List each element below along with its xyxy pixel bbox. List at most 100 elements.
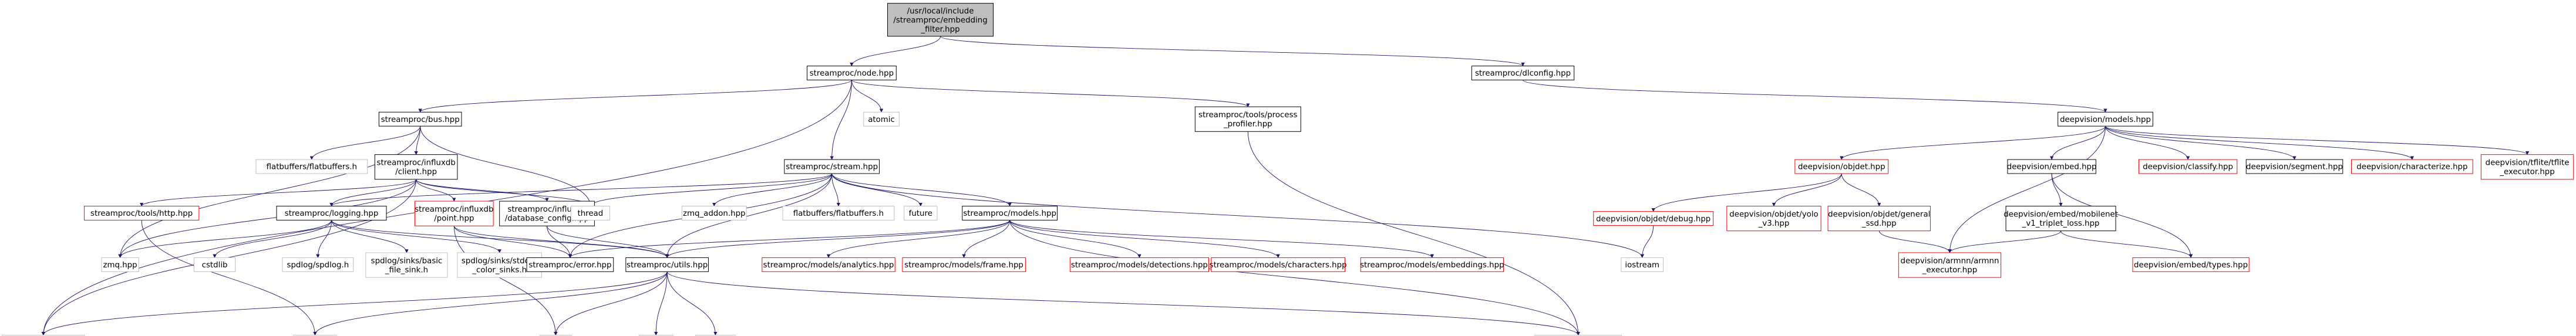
node-characters[interactable]: streamproc/models/characters.hpp (1210, 257, 1347, 272)
edge (2051, 173, 2193, 259)
node-classify[interactable]: deepvision/classify.hpp (2138, 159, 2238, 174)
edge (831, 173, 841, 207)
edge-influxdbconf-to-errorhpp (547, 226, 573, 259)
node-embed[interactable]: deepvision/embed.hpp (2007, 159, 2097, 174)
node-box (83, 206, 200, 220)
edge-embed-to-dvtypes (2051, 173, 2193, 259)
node-utils[interactable]: streamproc/utils.hpp (625, 257, 709, 272)
edge (2105, 125, 2530, 155)
node-tflite[interactable]: deepvision/tflite/tflite_executor.hpp (2480, 154, 2574, 180)
node-box (784, 159, 880, 174)
node-dlconfig[interactable]: streamproc/dlconfig.hpp (1471, 65, 1575, 80)
edge-stream-to-thread (588, 173, 833, 207)
node-label: deepvision/classify.hpp (2143, 163, 2233, 172)
node-label: deepvision/objdet.hpp (1798, 163, 1885, 172)
node-frame[interactable]: streamproc/models/frame.hpp (902, 257, 1026, 272)
edge-logging-to-utils (331, 220, 669, 259)
node-label: streamproc/dlconfig.hpp (1475, 69, 1571, 78)
node-label: deepvision/tflite/tflite (2486, 159, 2570, 168)
node-box (782, 206, 895, 220)
node-sstream: sstream (293, 335, 337, 336)
node-label: future (909, 209, 932, 218)
node-toolshttp[interactable]: streamproc/tools/http.hpp (83, 206, 200, 220)
edge (1009, 220, 1141, 259)
node-stream[interactable]: streamproc/stream.hpp (784, 159, 880, 174)
edge (213, 220, 332, 259)
node-ssd[interactable]: deepvision/objdet/general_ssd.hpp (1827, 206, 1931, 232)
node-bus[interactable]: streamproc/bus.hpp (378, 111, 462, 127)
edge-influxpoint-to-string (453, 226, 558, 336)
node-label: deepvision/characterize.hpp (2356, 163, 2467, 172)
node-spmodels[interactable]: streamproc/models.hpp (962, 206, 1058, 220)
node-analytics[interactable]: streamproc/models/analytics.hpp (762, 257, 895, 272)
node-label: streamproc/stream.hpp (786, 163, 878, 172)
node-box (1827, 206, 1931, 232)
edge (1878, 230, 1952, 253)
node-box (2351, 159, 2473, 174)
edge-spmodels-to-errorhpp (568, 220, 1011, 259)
edge-stream-to-future (831, 173, 922, 207)
node-label: streamproc/models/detections.hpp (1071, 261, 1208, 270)
node-box (2005, 206, 2116, 232)
edge (41, 179, 417, 336)
node-label: deepvision/segment.hpp (2246, 163, 2343, 172)
node-mobilenet[interactable]: deepvision/embed/mobilenet_v1_triplet_lo… (2003, 206, 2118, 232)
node-box (681, 206, 747, 220)
node-label: deepvision/objdet/yolo (1729, 211, 1818, 219)
edge (118, 220, 332, 259)
edge (118, 126, 421, 259)
node-profiler[interactable]: streamproc/tools/process_profiler.hpp (1194, 106, 1301, 132)
node-box (1794, 159, 1889, 174)
edge (1841, 173, 1881, 207)
edge-node-to-bus (418, 80, 852, 113)
edge (1651, 173, 1842, 212)
edge-stream-to-utils (665, 173, 833, 259)
node-dvtypes[interactable]: deepvision/embed/types.hpp (2132, 257, 2250, 272)
node-detections[interactable]: streamproc/models/detections.hpp (1069, 257, 1210, 272)
node-influxpoint[interactable]: streamproc/influxdb/point.hpp (415, 201, 494, 226)
node-opencv: opencv2/opencv.hpp (1534, 335, 1622, 336)
node-stdoutsink: spdlog/sinks/stdout_color_sinks.h (457, 252, 542, 278)
node-errorhpp[interactable]: streamproc/error.hpp (526, 257, 614, 272)
node-node[interactable]: streamproc/node.hpp (806, 65, 897, 80)
node-label: streamproc/influxdb (507, 205, 586, 214)
edge-node-to-atomic (851, 80, 884, 113)
node-box (2007, 159, 2096, 174)
node-characterize[interactable]: deepvision/characterize.hpp (2351, 159, 2473, 174)
edge (547, 226, 573, 259)
node-label: _filter.hpp (920, 25, 959, 34)
edge-stream-to-flatbuf2 (831, 173, 841, 207)
node-armnn[interactable]: deepvision/armnn/armnn_executor.hpp (1898, 252, 2002, 278)
node-label: thread (577, 209, 603, 218)
node-label: streamproc/utils.hpp (627, 261, 708, 270)
edge (2060, 230, 2193, 259)
node-influxclient[interactable]: streamproc/influxdb/client.hpp (374, 154, 458, 180)
node-box (2, 335, 85, 336)
node-label: spdlog/sinks/stdout (462, 257, 538, 266)
edge-logging-to-cstdlib (213, 220, 332, 259)
node-dvmodels[interactable]: deepvision/models.hpp (2058, 111, 2153, 127)
edge (316, 220, 332, 259)
node-embeddings[interactable]: streamproc/models/embeddings.hpp (1360, 257, 1504, 272)
node-atomic: atomic (863, 111, 900, 127)
node-box (638, 335, 674, 336)
node-segment[interactable]: deepvision/segment.hpp (2245, 159, 2343, 174)
node-box (1593, 211, 1714, 226)
node-logging[interactable]: streamproc/logging.hpp (276, 206, 387, 220)
node-label: spdlog/spdlog.h (287, 261, 349, 270)
node-label: streamproc/models/characters.hpp (1210, 261, 1347, 270)
edge (420, 126, 592, 207)
node-box (1069, 257, 1210, 272)
edge-mobilenet-to-armnn (1948, 230, 2062, 253)
node-box (806, 65, 897, 80)
node-chrono: chrono (638, 335, 674, 336)
edge-stream-to-logging (329, 173, 833, 207)
node-root[interactable]: /usr/local/include/streamproc/embedding_… (887, 3, 994, 37)
node-objdet[interactable]: deepvision/objdet.hpp (1794, 159, 1889, 174)
edge-mobilenet-to-dvtypes (2060, 230, 2193, 259)
node-yolo[interactable]: deepvision/objdet/yolo_v3.hpp (1726, 206, 1821, 232)
edge (2049, 126, 2106, 160)
edge (665, 220, 1011, 259)
edge (1247, 131, 1580, 336)
node-objdetdebug[interactable]: deepvision/objdet/debug.hpp (1593, 211, 1714, 226)
